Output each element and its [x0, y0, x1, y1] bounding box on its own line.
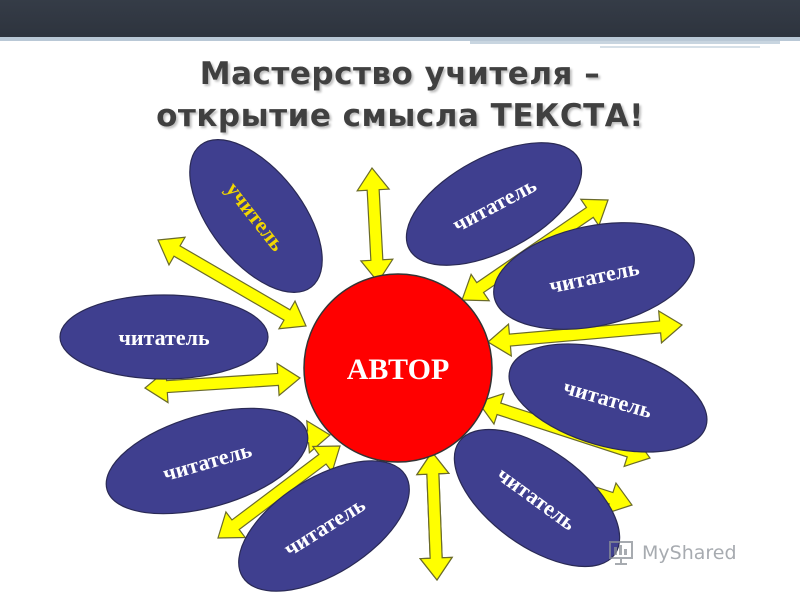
title-line-1: Мастерство учителя – [199, 56, 601, 92]
author-label: АВТОР [347, 353, 450, 386]
petal-reader: читатель [238, 460, 410, 592]
petal-reader: читатель [508, 343, 708, 453]
petal-teacher: учитель [189, 139, 323, 293]
presentation-icon [609, 541, 633, 565]
arrow-1 [157, 236, 307, 330]
arrow-8 [217, 445, 341, 539]
petal-reader: читатель [59, 294, 269, 380]
author-circle [303, 273, 493, 463]
petal-ellipse [189, 139, 323, 293]
petal-ellipse [493, 222, 695, 330]
petal-reader: читатель [405, 142, 583, 266]
center-layer: АВТОР [303, 273, 493, 463]
top-decor-bar [0, 0, 800, 40]
petal-ellipse [508, 343, 708, 453]
top-decor-line-2 [470, 41, 780, 44]
watermark-text: MyShared [642, 542, 737, 564]
arrow-top [356, 166, 394, 284]
arrow-bottom [415, 450, 454, 582]
watermark: MyShared [608, 538, 778, 568]
title-line-2: открытие смысла ТЕКСТА! [156, 98, 644, 134]
petal-ellipse [59, 294, 269, 380]
slide-title: Мастерство учителя – открытие смысла ТЕК… [100, 53, 700, 137]
top-decor-line-3 [600, 46, 760, 48]
petal-ellipse [105, 407, 309, 515]
petal-label: читатель [118, 325, 210, 350]
petal-ellipse [238, 460, 410, 592]
petal-reader: читатель [493, 222, 695, 330]
petal-ellipse [405, 142, 583, 266]
petal-reader: читатель [105, 407, 309, 515]
top-decor-line [0, 37, 800, 41]
